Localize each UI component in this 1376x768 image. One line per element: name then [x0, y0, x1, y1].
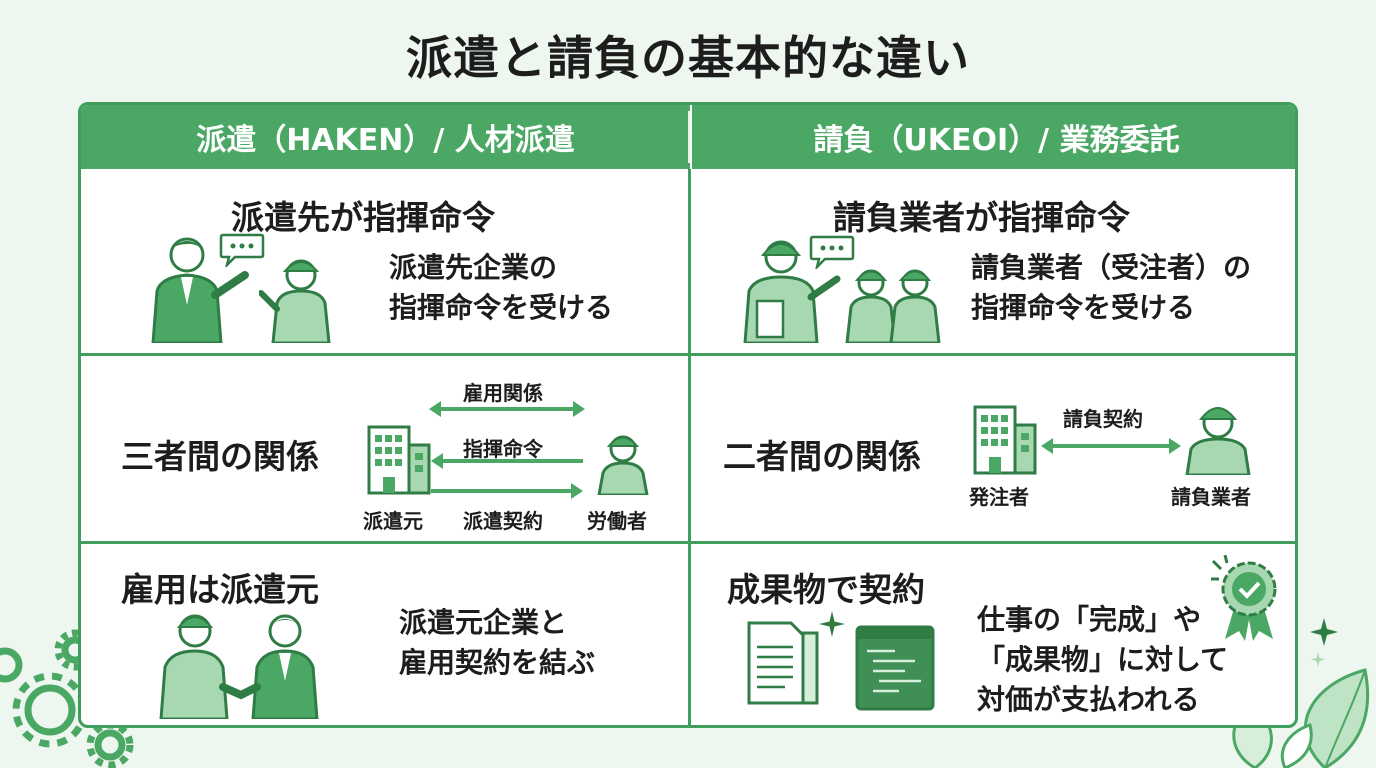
- haken-command-text-1: 派遣先企業の: [389, 251, 558, 284]
- speech-bubble-icon: [809, 235, 855, 269]
- row-divider-1: [81, 353, 1295, 356]
- haken-command-text-2: 指揮命令を受ける: [389, 291, 614, 324]
- header-ukeoi: 請負（UKEOI）/ 業務委託: [692, 105, 1295, 169]
- haken-employment-heading: 雇用は派遣元: [121, 570, 319, 609]
- worker-icon: [597, 435, 649, 495]
- ukeoi-employment-text-1: 仕事の「完成」や: [977, 603, 1202, 636]
- worker-icon: [1185, 407, 1251, 475]
- column-divider: [688, 169, 691, 725]
- haken-relation-heading: 三者間の関係: [121, 437, 319, 476]
- sparkle-icon: [1310, 618, 1338, 667]
- ukeoi-relation-heading: 二者間の関係: [723, 437, 921, 476]
- ukeoi-command-text-1: 請負業者（受注者）の: [971, 251, 1252, 284]
- ukeoi-employment-text-3: 対価が支払われる: [977, 683, 1200, 716]
- label-client: 発注者: [969, 485, 1029, 509]
- haken-command-heading: 派遣先が指揮命令: [231, 198, 495, 237]
- building-icon: [367, 425, 431, 495]
- ukeoi-command-text-2: 指揮命令を受ける: [971, 291, 1196, 324]
- leaf-icon: [1232, 668, 1370, 768]
- building-icon: [973, 405, 1037, 475]
- worker-icon: [259, 259, 331, 343]
- two-way-arrow: [1041, 438, 1181, 454]
- businessman-icon: [151, 237, 249, 343]
- sparkle-icon: [819, 611, 845, 637]
- header-divider: [688, 111, 690, 163]
- page-title: 派遣と請負の基本的な違い: [406, 31, 970, 85]
- code-window-icon: [855, 625, 935, 711]
- ukeoi-employment-heading: 成果物で契約: [727, 570, 925, 609]
- label-origin: 派遣元: [363, 509, 423, 533]
- handshake-icon: [159, 614, 319, 719]
- worker-icon: [743, 240, 841, 343]
- document-icon: [747, 621, 819, 705]
- comparison-table: 派遣（HAKEN）/ 人材派遣 請負（UKEOI）/ 業務委託 派遣先が指揮命令…: [78, 102, 1298, 728]
- haken-employment-text-2: 雇用契約を結ぶ: [399, 646, 596, 679]
- worker-icon: [845, 269, 941, 343]
- header-haken: 派遣（HAKEN）/ 人材派遣: [81, 105, 690, 169]
- row-divider-2: [81, 541, 1295, 544]
- label-dispatch-contract: 派遣契約: [463, 509, 543, 533]
- speech-bubble-icon: [219, 233, 265, 267]
- label-contractor: 請負業者: [1171, 485, 1251, 509]
- ukeoi-command-heading: 請負業者が指揮命令: [833, 198, 1130, 237]
- ukeoi-employment-text-2: 「成果物」に対して: [977, 643, 1229, 676]
- label-ukeoi-contract: 請負契約: [1063, 407, 1143, 431]
- arrows-diagram: [429, 401, 585, 499]
- label-worker: 労働者: [587, 509, 647, 533]
- haken-employment-text-1: 派遣元企業と: [399, 606, 568, 639]
- award-badge-icon: [1211, 555, 1277, 641]
- label-command: 指揮命令: [463, 437, 543, 461]
- label-employment-relation: 雇用関係: [463, 381, 543, 405]
